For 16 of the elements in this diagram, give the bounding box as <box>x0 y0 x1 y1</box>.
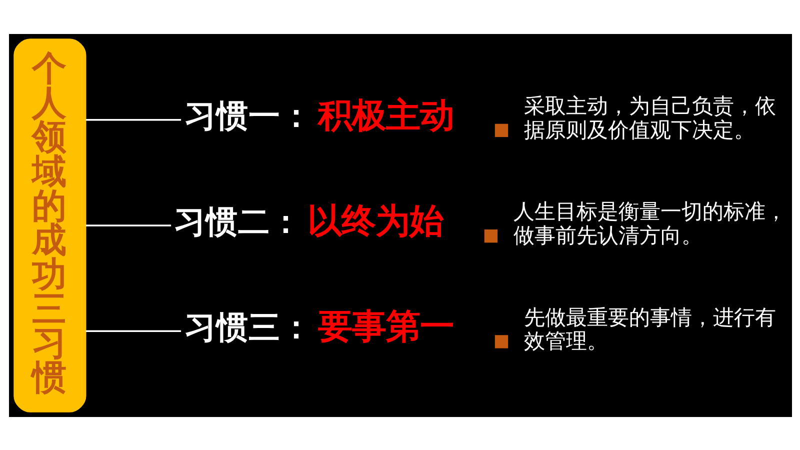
node-label: 以终为始 <box>306 201 443 241</box>
node-box <box>484 228 498 242</box>
node-label: 习惯二： <box>174 204 302 240</box>
node-label: 习惯三： <box>184 310 312 346</box>
node-label: 要事第一 <box>317 306 454 347</box>
node-label: 采取主动，为自己负责，依据原则及价值观下决定。 <box>523 92 776 142</box>
node-box <box>494 123 508 137</box>
node-box <box>494 334 508 348</box>
node-label: 人生目标是衡量一切的标准，做事前先认清方向。 <box>512 198 786 247</box>
node-label: 习惯一： <box>184 98 312 134</box>
node-label: 积极主动 <box>317 95 454 136</box>
connector <box>85 118 181 120</box>
connector <box>85 224 171 226</box>
node-box: 个人领域的成功三习惯 <box>13 38 86 412</box>
connector <box>85 330 181 332</box>
node-label: 先做最重要的事情，进行有效管理。 <box>523 304 776 353</box>
